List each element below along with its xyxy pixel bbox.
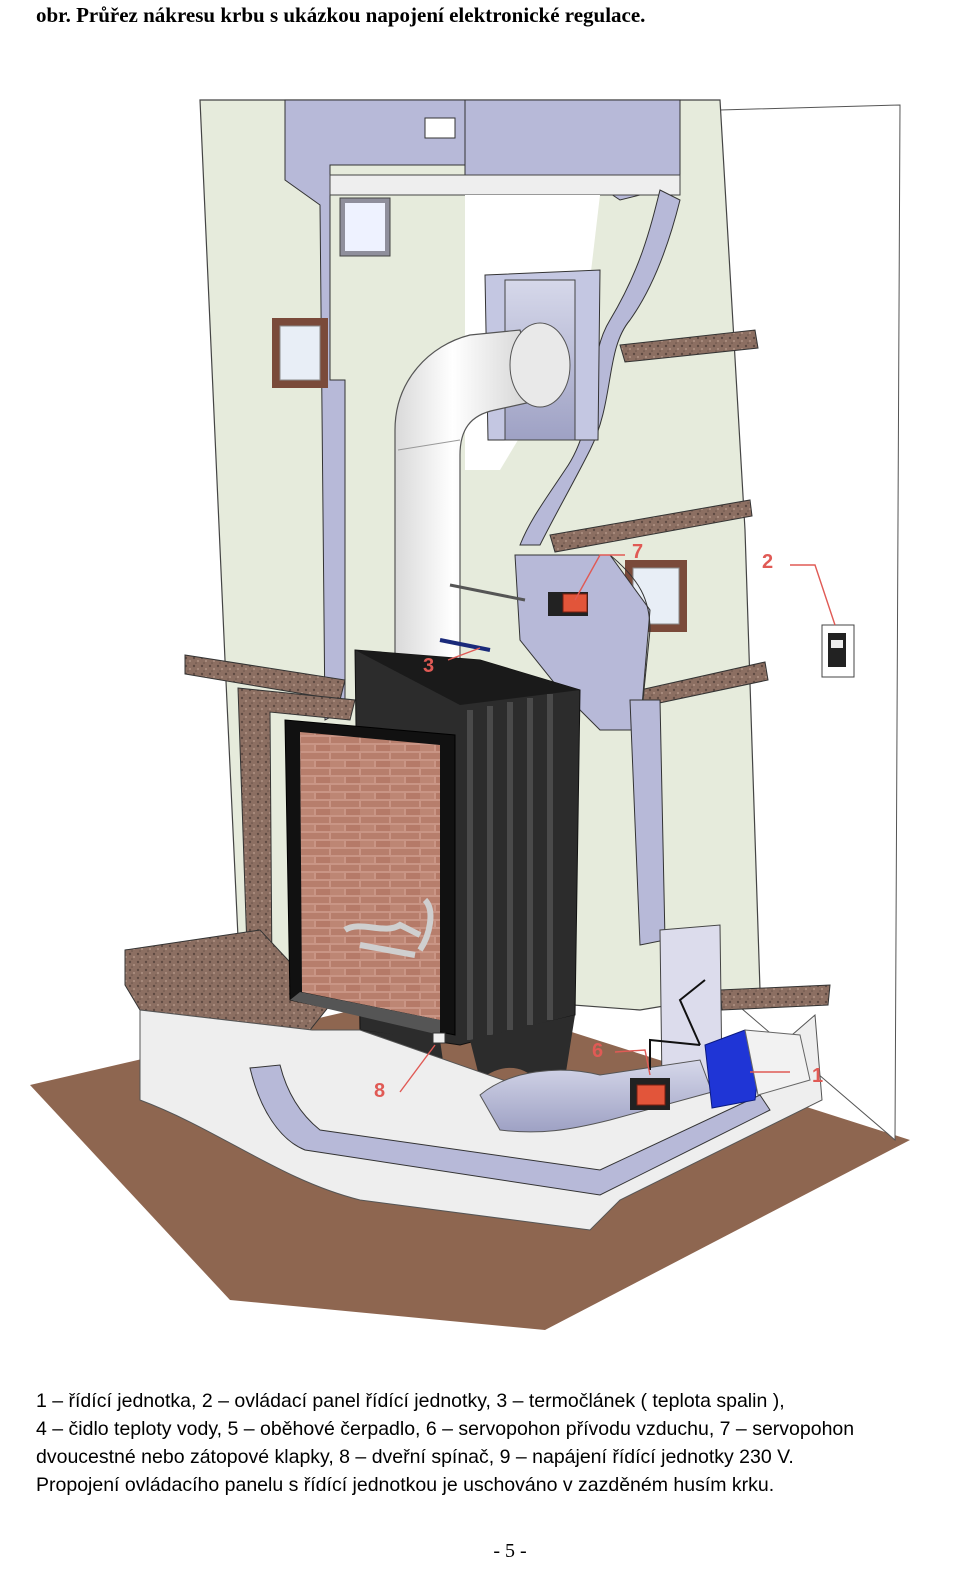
control-panel xyxy=(821,624,855,678)
callout-3: 3 xyxy=(423,655,434,677)
air-intake-duct xyxy=(479,1059,713,1133)
flue-pipe xyxy=(394,322,571,691)
callout-1: 1 xyxy=(812,1065,823,1087)
figure-caption: obr. Průřez nákresu krbu s ukázkou napoj… xyxy=(36,3,646,27)
callout-2: 2 xyxy=(762,551,773,573)
granite-ledges xyxy=(184,329,831,1011)
legend-line: Propojení ovládacího panelu s řídící jed… xyxy=(36,1474,775,1496)
callout-leaders xyxy=(399,554,836,1093)
servo-air-intake-6 xyxy=(630,1078,670,1110)
callout-7: 7 xyxy=(632,541,643,563)
vent-grille-upper-left xyxy=(272,318,328,388)
door-switch xyxy=(432,1032,446,1044)
fireplace-cross-section-figure: 1 2 3 6 7 8 xyxy=(0,40,960,1380)
page-number: - 5 - xyxy=(493,1540,527,1562)
servo-damper-7 xyxy=(548,592,588,616)
callout-6: 6 xyxy=(592,1040,603,1062)
figure-legend: 1 – řídící jednotka, 2 – ovládací panel … xyxy=(36,1387,936,1499)
legend-line: 4 – čidlo teploty vody, 5 – oběhové čerp… xyxy=(36,1418,855,1440)
thermocouple-probe xyxy=(439,638,491,652)
callout-8: 8 xyxy=(374,1080,385,1102)
control-unit xyxy=(649,979,811,1109)
legend-line: 1 – řídící jednotka, 2 – ovládací panel … xyxy=(36,1390,785,1412)
legend-line: dvoucestné nebo zátopové klapky, 8 – dve… xyxy=(36,1446,794,1468)
stove-window xyxy=(284,719,456,1036)
